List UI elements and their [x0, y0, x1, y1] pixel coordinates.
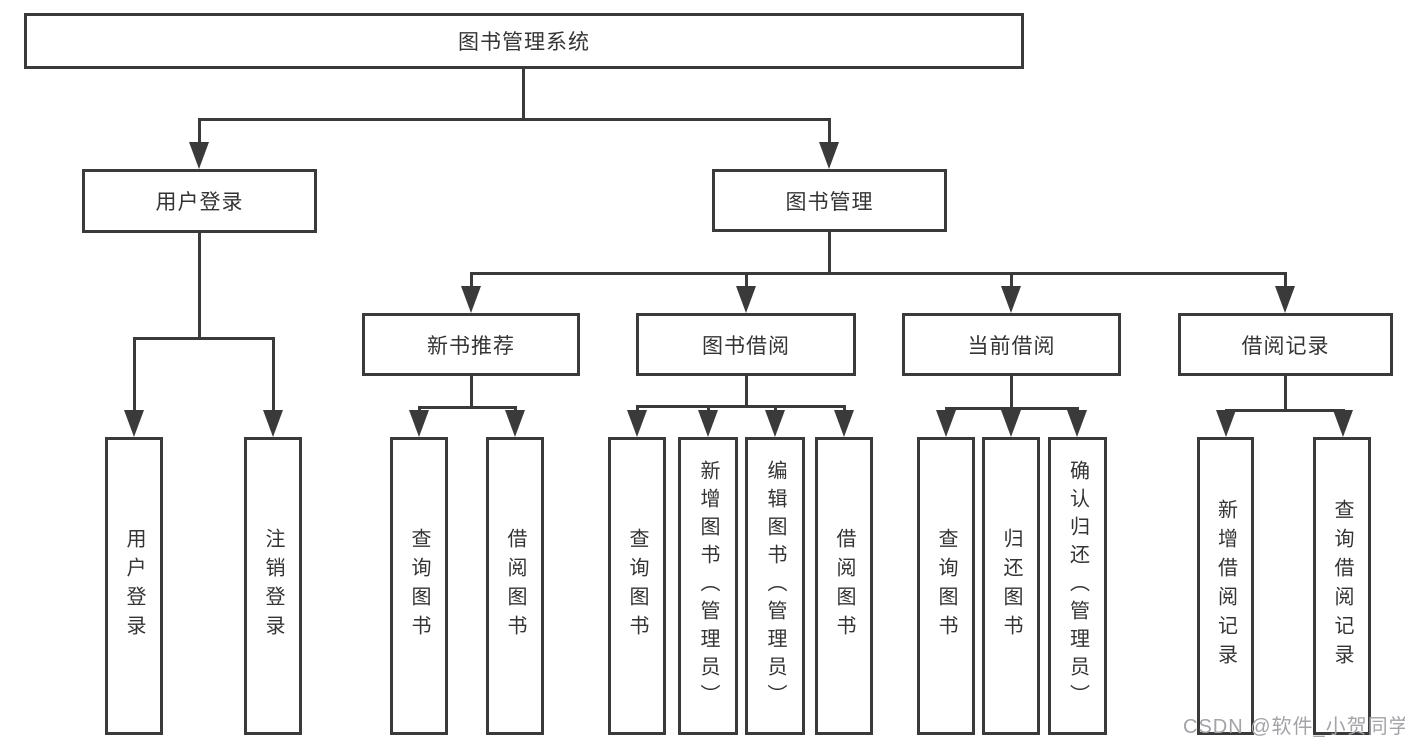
- connector-line: [1225, 409, 1344, 412]
- arrowhead-icon: [1275, 286, 1295, 313]
- connector-line: [774, 405, 777, 413]
- arrowhead-icon: [505, 410, 525, 437]
- node-user-login-label: 用户登录: [155, 191, 244, 214]
- arrowhead-icon: [1333, 410, 1353, 437]
- node-book-borrowing: 图书借阅: [636, 313, 856, 376]
- node-current-borrowing: 当前借阅: [902, 313, 1121, 376]
- leaf-label: 注销登录: [262, 528, 284, 644]
- connector-line: [1010, 272, 1013, 288]
- connector-line: [198, 118, 201, 144]
- connector-line: [828, 118, 831, 144]
- connector-line: [514, 406, 517, 413]
- leaf-query-books-current: 查询图书: [917, 437, 975, 735]
- node-borrowing-records-label: 借阅记录: [1241, 334, 1330, 358]
- connector-line: [636, 405, 846, 408]
- node-new-book-recommend-label: 新书推荐: [427, 334, 515, 358]
- connector-line: [133, 337, 136, 413]
- arrowhead-icon: [936, 410, 956, 437]
- leaf-label: 归还图书: [1000, 528, 1022, 644]
- leaf-return-books: 归还图书: [982, 437, 1040, 735]
- leaf-label: 查询借阅记录: [1331, 499, 1353, 673]
- node-borrowing-records: 借阅记录: [1178, 313, 1393, 376]
- leaf-label: 查询图书: [408, 528, 430, 644]
- connector-line: [198, 118, 831, 121]
- leaf-label: 确认归还（管理员）: [1066, 460, 1089, 712]
- leaf-label: 新增图书（管理员）: [697, 460, 719, 712]
- connector-line: [843, 405, 846, 413]
- leaf-borrow-books-recommend: 借阅图书: [486, 437, 544, 735]
- arrowhead-icon: [409, 410, 429, 437]
- leaf-user-login: 用户登录: [105, 437, 163, 735]
- arrowhead-icon: [736, 286, 756, 313]
- arrowhead-icon: [189, 142, 209, 169]
- leaf-edit-books-admin: 编辑图书（管理员）: [745, 437, 805, 735]
- leaf-logout: 注销登录: [244, 437, 302, 735]
- arrowhead-icon: [124, 410, 144, 437]
- arrowhead-icon: [819, 142, 839, 169]
- connector-line: [133, 337, 274, 340]
- node-book-management: 图书管理: [712, 169, 947, 232]
- node-root-label: 图书管理系统: [458, 31, 590, 54]
- arrowhead-icon: [698, 410, 718, 437]
- leaf-confirm-return-admin: 确认归还（管理员）: [1048, 437, 1107, 735]
- leaf-query-borrow-record: 查询借阅记录: [1313, 437, 1371, 735]
- arrowhead-icon: [627, 410, 647, 437]
- node-book-borrowing-label: 图书借阅: [702, 334, 790, 358]
- arrowhead-icon: [1001, 410, 1021, 437]
- arrowhead-icon: [765, 410, 785, 437]
- connector-line: [470, 272, 473, 288]
- connector-line: [1284, 272, 1287, 288]
- node-current-borrowing-label: 当前借阅: [967, 334, 1056, 358]
- arrowhead-icon: [1216, 410, 1236, 437]
- leaf-query-books-borrowing: 查询图书: [608, 437, 666, 735]
- leaf-add-books-admin: 新增图书（管理员）: [678, 437, 738, 735]
- connector-line: [272, 337, 275, 413]
- connector-line: [470, 272, 1286, 275]
- node-book-management-label: 图书管理: [785, 190, 874, 214]
- connector-line: [470, 376, 473, 408]
- leaf-label: 查询图书: [935, 528, 957, 644]
- csdn-watermark: CSDN @软件_小贺同学: [1183, 716, 1405, 738]
- connector-line: [707, 405, 710, 413]
- leaf-borrow-books: 借阅图书: [815, 437, 873, 735]
- arrowhead-icon: [1001, 286, 1021, 313]
- node-new-book-recommend: 新书推荐: [362, 313, 580, 376]
- leaf-label: 借阅图书: [833, 528, 855, 644]
- leaf-add-borrow-record: 新增借阅记录: [1197, 437, 1254, 735]
- leaf-label: 查询图书: [626, 528, 648, 644]
- leaf-label: 新增借阅记录: [1214, 499, 1237, 673]
- node-user-login: 用户登录: [82, 169, 317, 233]
- connector-line: [745, 272, 748, 288]
- leaf-query-books-recommend: 查询图书: [390, 437, 448, 735]
- connector-line: [1010, 376, 1013, 409]
- connector-line: [1284, 376, 1287, 411]
- arrowhead-icon: [263, 410, 283, 437]
- connector-line: [828, 232, 831, 274]
- leaf-label: 用户登录: [123, 528, 145, 644]
- node-root-system: 图书管理系统: [24, 13, 1024, 69]
- connector-line: [745, 376, 748, 407]
- arrowhead-icon: [1067, 410, 1087, 437]
- arrowhead-icon: [834, 410, 854, 437]
- connector-line: [198, 233, 201, 339]
- connector-line: [522, 69, 525, 119]
- arrowhead-icon: [461, 286, 481, 313]
- connector-line: [418, 406, 421, 413]
- leaf-label: 借阅图书: [504, 528, 526, 644]
- connector-line: [636, 405, 639, 413]
- connector-line: [418, 406, 517, 409]
- leaf-label: 编辑图书（管理员）: [764, 460, 786, 712]
